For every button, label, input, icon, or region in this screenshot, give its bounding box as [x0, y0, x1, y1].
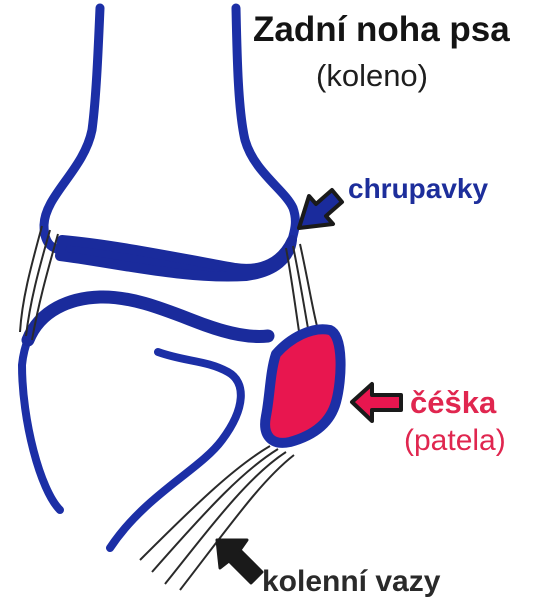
cartilage-label: chrupavky	[348, 175, 488, 203]
ligaments-label: kolenní vazy	[262, 567, 440, 597]
diagram-subtitle: (koleno)	[316, 60, 428, 91]
patella-label: čéška	[410, 387, 496, 418]
patella-latin-label: (patela)	[404, 426, 506, 456]
tibial-cartilage	[28, 297, 268, 340]
femoral-cartilage	[60, 240, 292, 277]
arrow-down-left-icon	[299, 190, 342, 228]
diagram-title: Zadní noha psa	[253, 12, 510, 47]
arrow-left-icon	[352, 384, 401, 421]
arrow-up-left-icon	[217, 540, 262, 583]
patella	[265, 329, 340, 443]
